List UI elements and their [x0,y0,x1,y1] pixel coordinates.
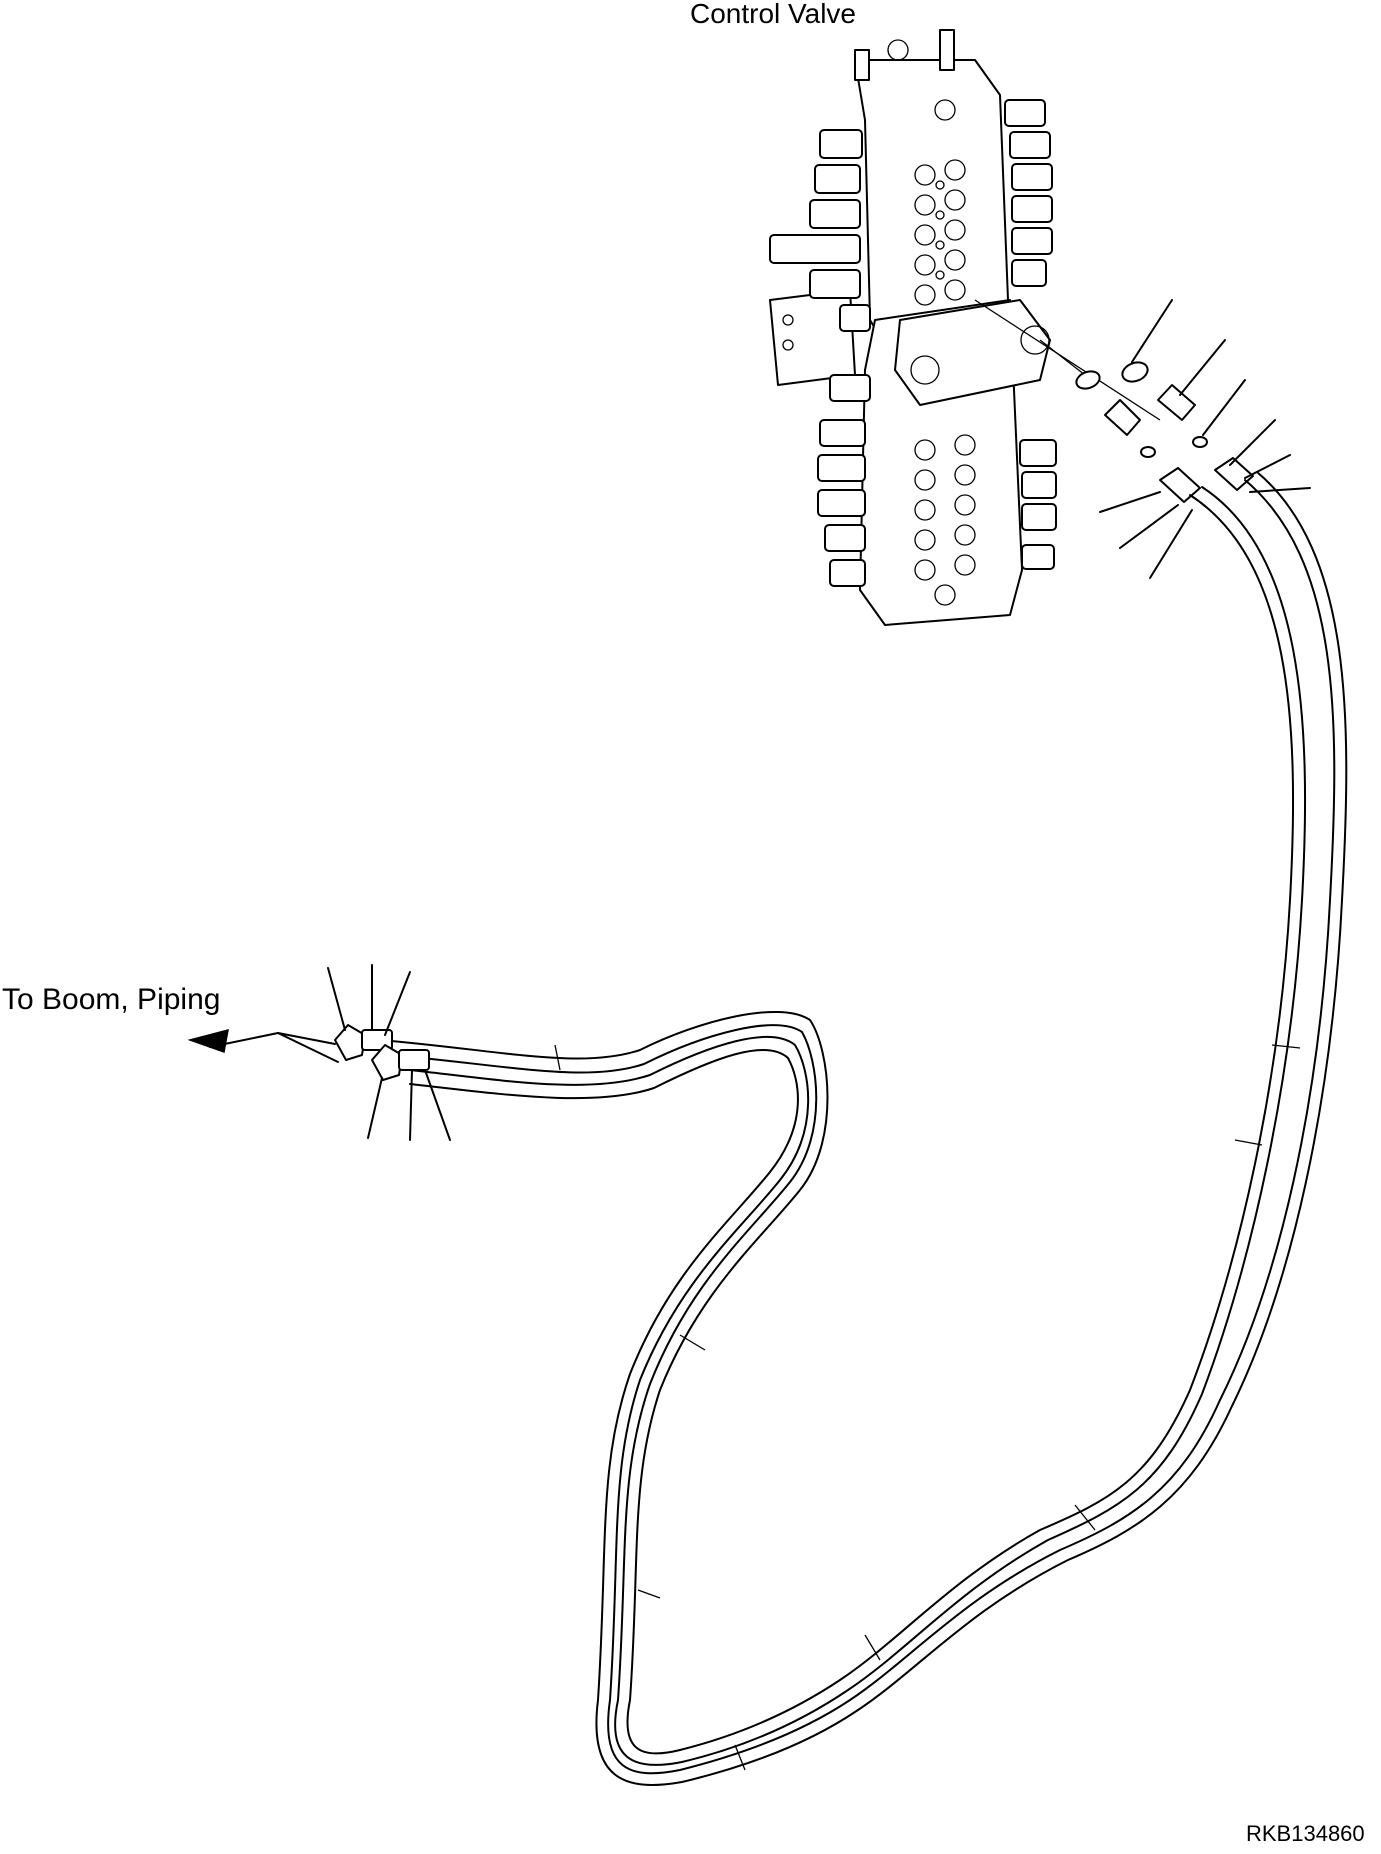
hose-pair [379,471,1348,1786]
control-valve-assembly [769,29,1057,626]
drawing-code: RKB134860 [1246,1821,1365,1846]
to-boom-piping-label: To Boom, Piping [2,983,221,1016]
fittings-at-valve [974,299,1311,579]
boom-side-fittings [187,964,451,1141]
control-valve-label: Control Valve [690,0,857,29]
